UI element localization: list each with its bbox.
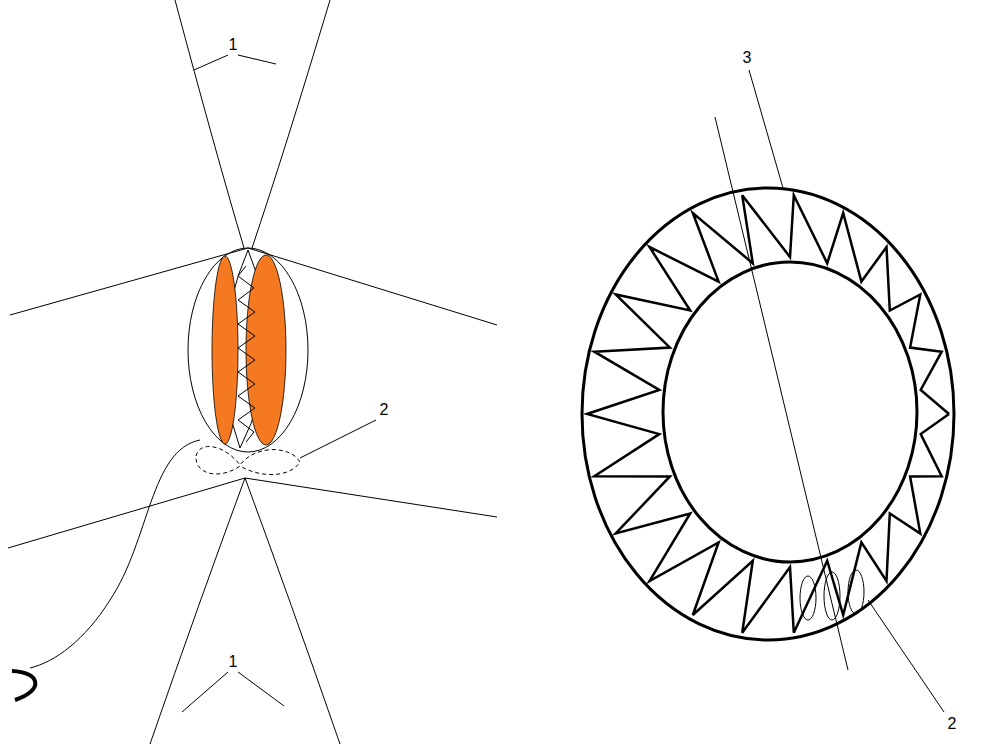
leader-line — [182, 672, 228, 712]
callout-number: 3 — [741, 49, 754, 67]
zigzag-strand — [238, 266, 255, 442]
left-figure — [10, 0, 497, 452]
orange-body — [246, 255, 286, 445]
cone-line — [245, 478, 340, 744]
leader-line — [238, 672, 284, 706]
small-loop — [848, 570, 864, 614]
small-loop — [800, 576, 816, 620]
axis-line — [715, 117, 848, 670]
long-fiber — [30, 440, 200, 668]
leader-line — [749, 70, 783, 188]
outer-ring — [582, 188, 954, 640]
leader-line — [300, 420, 376, 458]
cone-line — [252, 0, 330, 248]
leader-line — [238, 55, 276, 64]
cell-outline — [188, 248, 308, 452]
small-loop — [824, 572, 840, 620]
leader-lines — [182, 55, 944, 712]
callout-number: 2 — [946, 715, 959, 733]
callout-number: 1 — [227, 36, 240, 54]
cone-line — [150, 478, 245, 744]
left-lower — [8, 440, 497, 744]
orange-body — [212, 256, 238, 444]
cone-line — [175, 0, 244, 248]
right-figure — [582, 117, 954, 670]
dashed-region — [196, 446, 300, 474]
spindle-line — [8, 478, 497, 548]
callout-number: 2 — [378, 401, 391, 419]
inner-ring — [663, 262, 917, 562]
ring-zigzag — [587, 195, 949, 633]
callout-number: 1 — [227, 653, 240, 671]
hook — [12, 671, 35, 700]
leader-line — [194, 55, 228, 70]
leader-line — [868, 600, 944, 712]
